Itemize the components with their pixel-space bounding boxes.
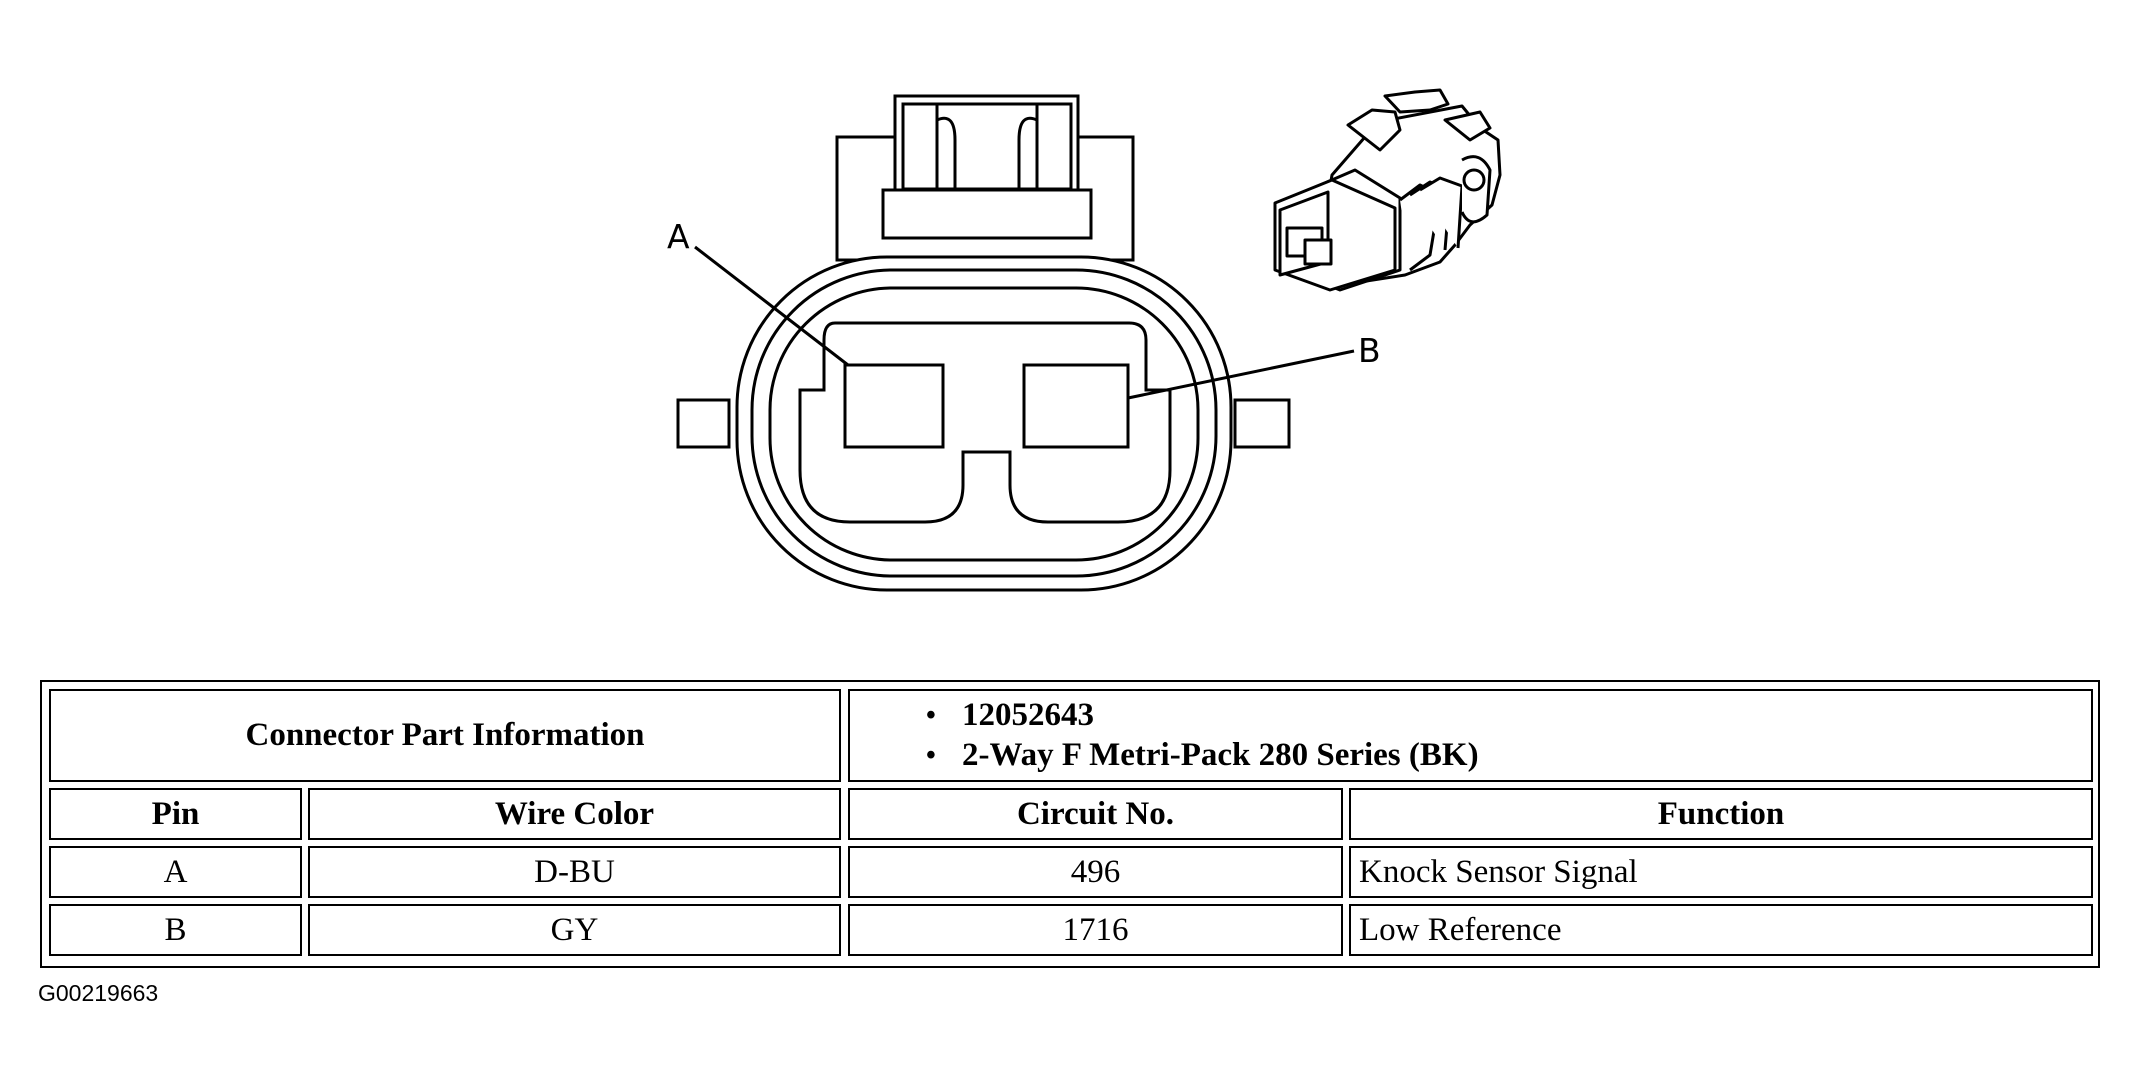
pin-label-a: A: [667, 217, 690, 256]
column-header-circuit: Circuit No.: [848, 788, 1343, 840]
connector-isometric-illustration: [1273, 88, 1502, 292]
table-row-b-wire-color: GY: [308, 904, 841, 956]
part-description: 2-Way F Metri-Pack 280 Series (BK): [962, 737, 1479, 773]
wire-color-value: GY: [550, 911, 599, 948]
terminal-cavity-a: [843, 363, 945, 449]
column-header-function-text: Function: [1657, 795, 1785, 832]
function-value: Low Reference: [1359, 911, 1562, 948]
part-number: 12052643: [962, 697, 1094, 733]
column-header-wire-color: Wire Color: [308, 788, 841, 840]
table-row-a-pin: A: [49, 846, 302, 898]
lock-tab-outer: [893, 94, 1080, 194]
table-row-b-circuit: 1716: [848, 904, 1343, 956]
connector-diagram: A B: [667, 88, 1502, 592]
connector-part-info-label: Connector Part Information: [49, 689, 841, 782]
side-ear-right: [1233, 398, 1291, 449]
terminal-cavity-b: [1022, 363, 1130, 449]
leader-line-b: [1127, 349, 1355, 400]
table-row-b-pin: B: [49, 904, 302, 956]
table-row-a-function: Knock Sensor Signal: [1349, 846, 2093, 898]
bullet-icon: •: [926, 699, 936, 731]
pin-value: B: [164, 911, 187, 948]
bullet-icon: •: [926, 739, 936, 771]
function-value: Knock Sensor Signal: [1359, 853, 1638, 890]
column-header-pin: Pin: [49, 788, 302, 840]
part-description-item: • 2-Way F Metri-Pack 280 Series (BK): [926, 736, 1479, 776]
column-header-wire-color-text: Wire Color: [494, 795, 655, 832]
circuit-value: 1716: [1062, 911, 1129, 948]
figure-id: G00219663: [38, 980, 159, 1006]
circuit-value: 496: [1070, 853, 1121, 890]
column-header-pin-text: Pin: [151, 795, 200, 832]
table-row-a-wire-color: D-BU: [308, 846, 841, 898]
connector-part-info-text: Connector Part Information: [245, 717, 645, 753]
table-row-a-circuit: 496: [848, 846, 1343, 898]
part-number-item: • 12052643: [926, 696, 1094, 736]
side-ear-left: [676, 398, 731, 449]
column-header-circuit-text: Circuit No.: [1016, 795, 1175, 832]
wire-color-value: D-BU: [534, 853, 615, 890]
column-header-function: Function: [1349, 788, 2093, 840]
pin-value: A: [163, 853, 188, 890]
pin-label-b: B: [1358, 331, 1381, 370]
table-row-b-function: Low Reference: [1349, 904, 2093, 956]
leader-line-a: [694, 245, 849, 367]
connector-part-info-values: • 12052643 • 2-Way F Metri-Pack 280 Seri…: [848, 689, 2093, 782]
connector-info-table: Connector Part Information • 12052643 • …: [40, 680, 2100, 968]
connector-shell-outer: [735, 255, 1233, 592]
